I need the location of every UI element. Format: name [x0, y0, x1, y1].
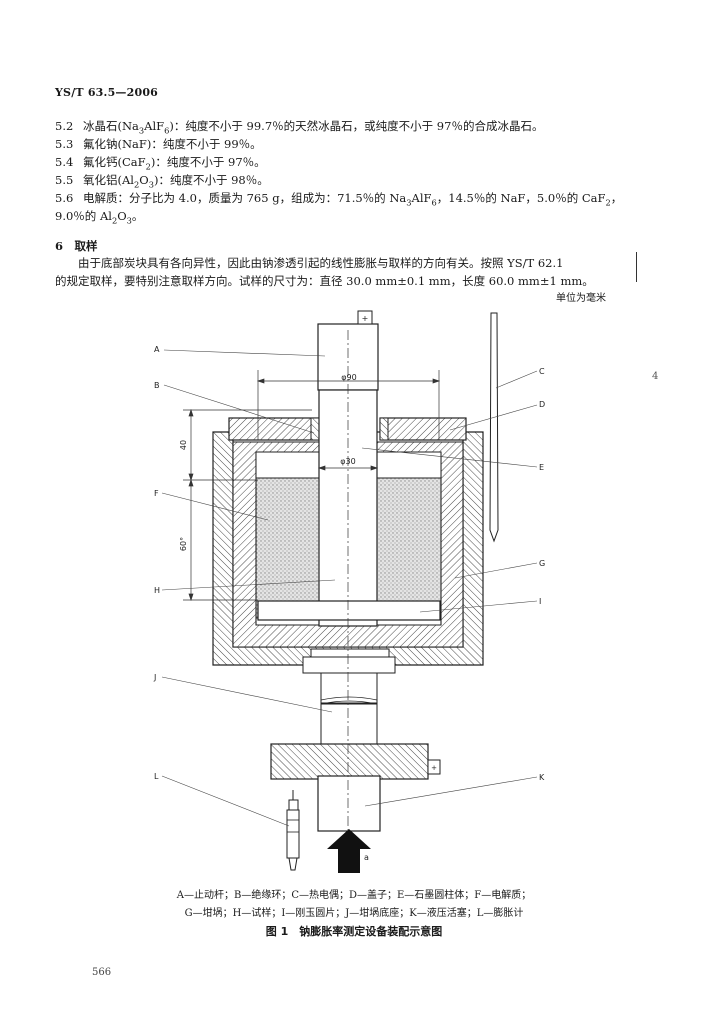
label-i: I — [539, 597, 541, 606]
label-g: G — [539, 559, 545, 568]
standard-code-header: YS/T 63.5—2006 — [55, 86, 159, 99]
corundum-disc-i — [257, 600, 441, 621]
section-6-title: 6 取样 — [55, 239, 98, 253]
crucible-base-j: + — [270, 648, 441, 780]
thermocouple-c — [489, 312, 499, 543]
label-e: E — [539, 463, 544, 472]
label-l: L — [154, 772, 159, 781]
hydraulic-piston-k — [317, 775, 381, 832]
leader-lines — [161, 349, 538, 827]
dim-phi90: φ90 — [341, 373, 356, 382]
paragraph-line-1: 由于底部炭块具有各向异性，因此由钠渗透引起的线性膨胀与取样的方向有关。按照 YS… — [78, 256, 564, 270]
dim-60: 60° — [179, 537, 188, 551]
figure-caption: 图 1 钠膨胀率测定设备装配示意图 — [265, 925, 443, 938]
dimension-lines — [183, 370, 441, 602]
unit-note: 单位为毫米 — [556, 293, 606, 304]
sampling-paragraph: 由于底部炭块具有各向异性，因此由钠渗透引起的线性膨胀与取样的方向有关。按照 YS… — [55, 254, 635, 290]
label-b: B — [154, 381, 160, 390]
label-h: H — [154, 586, 160, 595]
label-f: F — [154, 489, 159, 498]
paragraph-line-2: 的规定取样，要特别注意取样方向。试样的尺寸为：直径 30.0 mm±0.1 mm… — [55, 274, 594, 288]
label-j: J — [153, 673, 156, 682]
edge-mark: 4 — [652, 371, 659, 382]
label-a: A — [154, 345, 160, 354]
svg-text:+: + — [362, 314, 369, 323]
dim-phi30: φ30 — [340, 457, 355, 466]
figure-legend-line-2: G—坩埚；H—试样；I—刚玉圆片；J—坩埚底座；K—液压活塞；L—膨胀计 — [184, 908, 524, 919]
change-bar — [636, 252, 637, 282]
apparatus-diagram: + + — [153, 310, 545, 873]
force-arrow — [327, 829, 371, 873]
figure-legend-line-1: A—止动杆；B—绝缘环；C—热电偶；D—盖子；E—石墨圆柱体；F—电解质； — [176, 890, 532, 901]
item-5-6-continuation: 9.0％的 Al2O3。 — [55, 209, 144, 226]
svg-text:+: + — [431, 764, 437, 772]
dim-40: 40 — [179, 440, 188, 450]
label-c: C — [539, 367, 545, 376]
dilatometer-l — [286, 790, 300, 871]
label-a-force: a — [364, 853, 369, 862]
page-number: 566 — [92, 967, 112, 978]
label-d: D — [539, 400, 545, 409]
part-labels: A B C D E F G H I J K L a — [153, 345, 545, 862]
label-k: K — [539, 773, 545, 782]
